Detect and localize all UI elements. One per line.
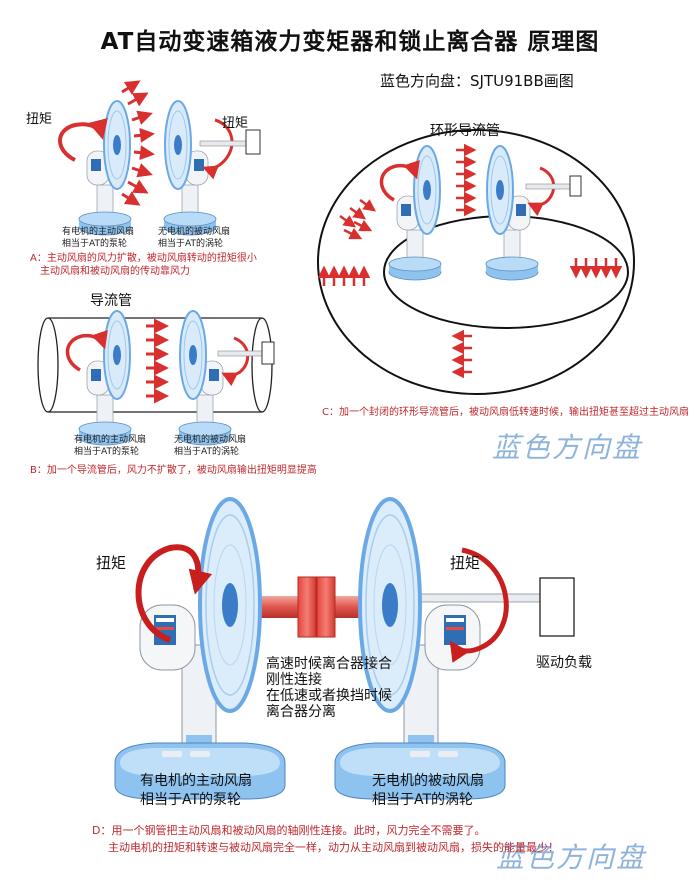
wind-arrows-a — [121, 80, 155, 206]
page-title: AT自动变速箱液力变矩器和锁止离合器 原理图 — [100, 29, 600, 55]
caption-b: B：加一个导流管后，风力不扩散了，被动风扇输出扭矩明显提高 — [30, 465, 317, 476]
load-box-a — [245, 129, 261, 155]
wind-arrows-b — [146, 318, 169, 404]
driving-fan-label-b: 有电机的主动风扇相当于AT的泵轮 — [74, 435, 147, 457]
ring-duct-label: 环形导流管 — [430, 123, 500, 139]
clutch-note: 高速时候离合器接合刚性连接 在低速或者换挡时候离合器分离 — [266, 656, 392, 720]
clutch-plate-right — [316, 576, 336, 638]
torque-label-a-right: 扭矩 — [222, 116, 249, 131]
panel-b — [37, 310, 275, 446]
panel-c — [317, 129, 635, 395]
load-label: 驱动负载 — [536, 655, 592, 671]
page-subtitle: 蓝色方向盘：SJTU91BB画图 — [380, 72, 574, 90]
torque-arrow-b-right — [221, 336, 250, 387]
driven-fan-c — [486, 146, 538, 280]
torque-arrow-a-right — [202, 118, 234, 180]
torque-arrow-b-left — [65, 329, 108, 372]
driving-fan-d — [113, 497, 287, 801]
caption-c: C：加一个封闭的环形导流管后，被动风扇低转速时候，输出扭矩甚至超过主动风扇 — [322, 407, 689, 418]
driven-fan-label-b: 无电机的被动风扇相当于AT的涡轮 — [174, 435, 247, 457]
driven-fan-label-a: 无电机的被动风扇相当于AT的涡轮 — [158, 227, 231, 249]
driving-fan-b — [78, 310, 132, 446]
torque-arrow-d-left — [135, 544, 213, 643]
torque-label-d-left: 扭矩 — [96, 554, 127, 572]
driving-fan-label-a: 有电机的主动风扇相当于AT的泵轮 — [62, 227, 135, 249]
torque-arrow-d-right — [449, 547, 509, 663]
duct-tube — [48, 317, 262, 413]
torque-label-a-left: 扭矩 — [26, 112, 53, 127]
load-box-d — [539, 577, 575, 637]
driven-fan-b — [179, 311, 231, 445]
clutch-plate-left — [297, 576, 317, 638]
caption-d: D：用一个钢管把主动风扇和被动风扇的轴刚性连接。此时，风力完全不需要了。主动电机… — [92, 824, 559, 854]
torque-label-d-right: 扭矩 — [450, 554, 481, 572]
panel-a — [58, 80, 261, 236]
watermark-top: 蓝色方向盘 — [492, 431, 643, 464]
panel-d — [113, 497, 575, 801]
duct-label: 导流管 — [90, 293, 132, 309]
torque-arrow-a-left — [58, 118, 108, 162]
driven-fan-label-d: 无电机的被动风扇相当于AT的涡轮 — [372, 773, 484, 808]
ring-duct-outer — [317, 129, 635, 395]
driving-fan-a — [78, 100, 132, 236]
watermark-bottom: 蓝色方向盘 — [496, 841, 647, 874]
caption-a: A：主动风扇的风力扩散，被动风扇转动的扭矩很小主动风扇和被动风扇的传动靠风力 — [30, 253, 257, 277]
driving-fan-label-d: 有电机的主动风扇相当于AT的泵轮 — [140, 773, 252, 808]
